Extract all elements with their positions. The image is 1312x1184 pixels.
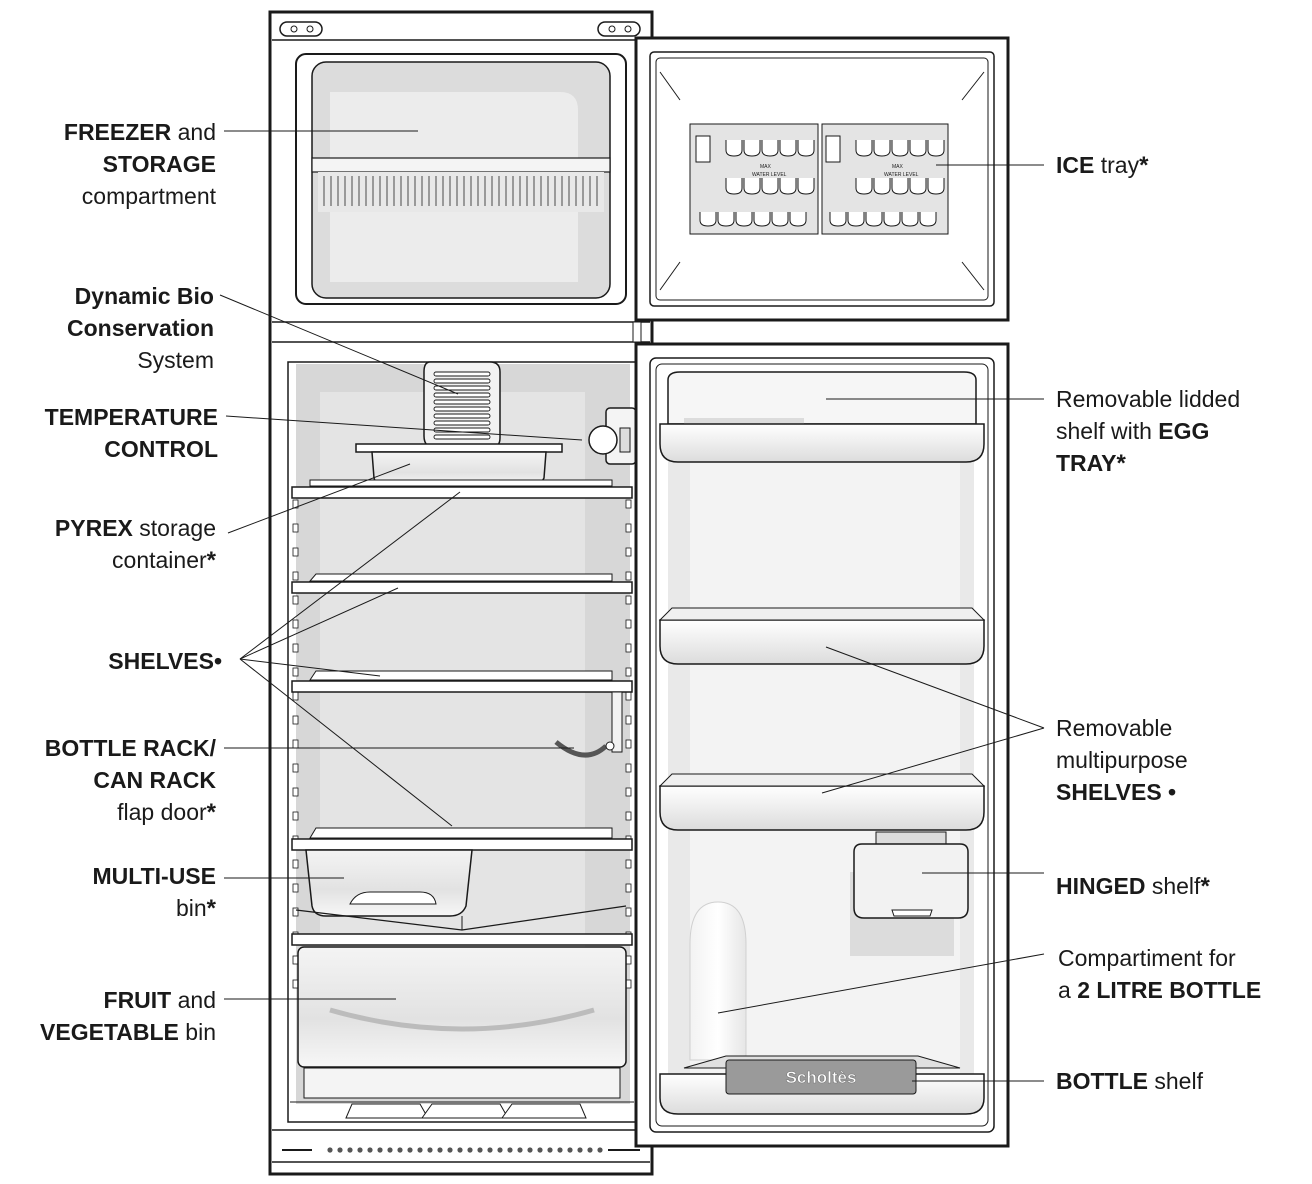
ice-tray-water-text-2: WATER LEVEL	[884, 172, 919, 178]
bio-conservation-vent	[423, 361, 501, 449]
fridge-base-feet	[290, 1101, 634, 1119]
label-bottle-shelf: BOTTLE shelf	[1056, 1068, 1203, 1094]
label-fruit-vegetable: FRUIT and VEGETABLE bin	[40, 987, 216, 1045]
ice-tray-max-text-2: MAX	[892, 164, 904, 170]
ice-tray[interactable]: MAX WATER LEVEL MAX WATER LEVEL	[689, 123, 949, 235]
label-bio-conservation: Dynamic Bio Conservation System	[67, 283, 214, 373]
label-freezer: FREEZER and STORAGE compartment	[63, 119, 216, 209]
glass-shelf-1	[291, 479, 633, 499]
vent-grille	[327, 1147, 603, 1153]
glass-shelf-4	[291, 827, 633, 851]
leader-lines	[219, 130, 1045, 1082]
glass-shelf-2	[291, 573, 633, 594]
label-egg-tray: Removable lidded shelf with EGG TRAY*	[1056, 386, 1241, 477]
label-multi-use-bin: MULTI-USE bin*	[92, 863, 216, 922]
freezer-door[interactable]: MAX WATER LEVEL MAX WATER LEVEL	[634, 36, 1010, 322]
label-ice-tray: ICE tray*	[1056, 152, 1149, 179]
door-shelf-1[interactable]	[658, 607, 986, 665]
fridge-compartment	[287, 361, 637, 1123]
crisper-cover	[291, 933, 633, 946]
label-pyrex: PYREX storage container*	[54, 515, 216, 574]
temperature-control-knob[interactable]	[588, 407, 637, 465]
ice-tray-max-text: MAX	[760, 164, 772, 170]
multi-use-bin	[295, 849, 627, 931]
freezer-compartment	[295, 53, 627, 305]
ice-tray-water-text: WATER LEVEL	[752, 172, 787, 178]
hinged-shelf[interactable]	[850, 831, 969, 956]
brand-logo: Scholtès	[786, 1068, 857, 1087]
fridge-door[interactable]: Scholtès	[634, 342, 1010, 1148]
label-bottle-compartment: Compartiment for a 2 LITRE BOTTLE	[1058, 945, 1262, 1003]
bottle-rack-flap[interactable]	[554, 691, 623, 758]
fruit-vegetable-bin[interactable]	[297, 946, 627, 1099]
freezer-wire-shelf	[323, 176, 598, 206]
label-shelves: SHELVES•	[108, 648, 222, 674]
two-litre-bottle-compartment	[689, 901, 747, 1061]
bottle-shelf[interactable]: Scholtès	[659, 1055, 985, 1115]
egg-tray-shelf[interactable]	[659, 371, 985, 463]
label-multipurpose-shelves: Removable multipurpose SHELVES •	[1056, 715, 1188, 805]
label-bottle-rack: BOTTLE RACK/ CAN RACK flap door*	[44, 735, 216, 826]
label-temperature-control: TEMPERATURE CONTROL	[44, 404, 218, 462]
label-hinged-shelf: HINGED shelf*	[1056, 873, 1210, 900]
door-shelf-2[interactable]	[658, 773, 986, 831]
glass-shelf-3	[291, 670, 633, 693]
